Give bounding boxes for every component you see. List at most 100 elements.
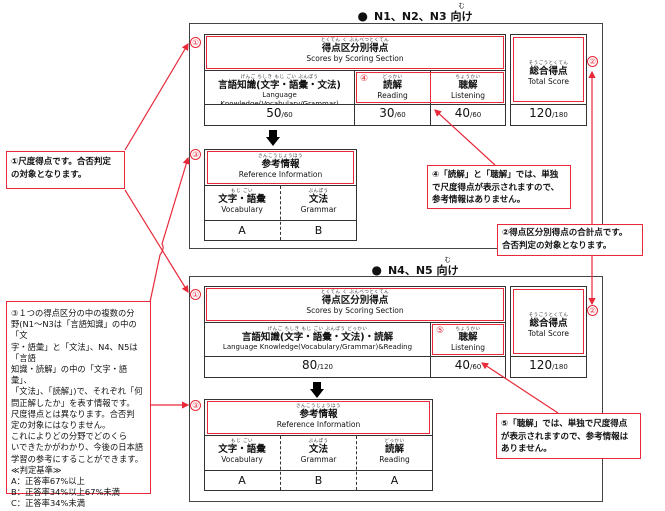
highlight-total bbox=[513, 37, 584, 102]
note-line: ①尺度得点です。合否判定 bbox=[11, 157, 111, 167]
column-reading: どっかい 読解 Reading bbox=[354, 70, 431, 105]
reference-columns bbox=[204, 435, 433, 471]
note-line: 学習の参考にすることができます。 bbox=[11, 453, 144, 464]
column-label-jp: 文法 bbox=[308, 194, 328, 205]
highlight-reference bbox=[207, 151, 354, 184]
connector-note3-top bbox=[149, 156, 190, 303]
score-value: 80 bbox=[301, 358, 318, 372]
note-line: ありません。 bbox=[501, 444, 552, 454]
score-max: /60 bbox=[394, 111, 406, 119]
total-table-n4-n5: そうごうとくてん 総合得点 Total Score 120/180 bbox=[510, 286, 587, 378]
marker-2-top: ② bbox=[587, 56, 598, 67]
connector-note1-bottom bbox=[124, 189, 189, 294]
scores-table-n4-n5: とくてん く ぶんべつとくてん 得点区分別得点 Scores by Scorin… bbox=[204, 286, 506, 378]
note-line: 問正解したか」を表す情報です。 bbox=[11, 397, 135, 408]
reference-col-vocabulary: もじ ごい 文字・語彙 Vocabulary bbox=[204, 189, 280, 214]
furigana: もじ ごい bbox=[231, 189, 253, 194]
reference-label-jp: 参考情報 bbox=[261, 159, 300, 170]
note-line: 野(N1～N3は「言語知識」の中の「文 bbox=[11, 319, 137, 341]
note-2: ②得点区分別得点の合計点です。 合否判定の対象となります。 bbox=[497, 224, 643, 256]
scores-header-cell: とくてん く ぶんべつとくてん 得点区分別得点 Scores by Scorin… bbox=[204, 34, 506, 71]
score-value: 50 bbox=[266, 106, 282, 120]
note-line: ⑤「聴解」では、単独で尺度得点 bbox=[501, 419, 628, 429]
note-line: これによりどの分野でどのくら bbox=[11, 431, 127, 442]
reference-table-n4-n5: さんこうじょうほう 参考情報 Reference Information もじ … bbox=[204, 399, 433, 491]
marker-5: ⑤ bbox=[436, 326, 445, 336]
note-line: ③１つの得点区分の中の複数の分 bbox=[11, 308, 135, 318]
marker-3-top: ③ bbox=[190, 149, 201, 160]
note-line: C：正答率34%未満 bbox=[11, 498, 86, 509]
reference-grades-row bbox=[204, 470, 433, 491]
score-max: /60 bbox=[470, 363, 482, 371]
reference-col-vocabulary: もじ ごい 文字・語彙 Vocabulary bbox=[204, 439, 280, 464]
furigana: さんこうじょうほう bbox=[258, 154, 303, 159]
furigana: げんご ちしき もじ ごい ぶんぽう bbox=[240, 75, 319, 80]
highlight-total bbox=[513, 289, 584, 354]
column-label-en: Vocabulary bbox=[221, 455, 263, 464]
column-label-jp: 聴解 bbox=[458, 332, 478, 343]
score-max: /120 bbox=[317, 363, 333, 371]
marker-3-bottom: ③ bbox=[190, 400, 201, 411]
scores-header-jp: 得点区分別得点 bbox=[321, 295, 389, 306]
grade-vocabulary: A bbox=[238, 224, 246, 237]
total-label-jp: 総合得点 bbox=[529, 318, 568, 329]
suffix-text: 向け bbox=[436, 264, 459, 277]
score-value: 40 bbox=[454, 358, 470, 372]
reference-col-grammar: ぶんぽう 文法 Grammar bbox=[280, 439, 357, 464]
column-label-en: Listening bbox=[450, 343, 486, 352]
grade-grammar: B bbox=[314, 474, 323, 487]
column-label-jp: 文字・語彙 bbox=[218, 444, 266, 455]
scores-header-en: Scores by Scoring Section bbox=[306, 306, 404, 315]
furigana: そうごうとくてん bbox=[528, 61, 569, 66]
highlight-scores-header bbox=[206, 288, 504, 321]
scores-table-n1-n3: とくてん く ぶんべつとくてん 得点区分別得点 Scores by Scorin… bbox=[204, 34, 506, 126]
reference-label-en: Reference Information bbox=[276, 420, 361, 429]
grade-reading: A bbox=[390, 474, 399, 487]
ruby-text: む bbox=[444, 257, 451, 264]
score-cell-language-knowledge: 50/60 bbox=[204, 104, 355, 126]
note-line: B：正答率34%以上67%未満 bbox=[11, 487, 120, 498]
score-value: 120 bbox=[529, 106, 553, 120]
arrow-down-icon bbox=[266, 130, 280, 148]
score-max: /180 bbox=[552, 111, 568, 119]
reference-header-cell: さんこうじょうほう 参考情報 Reference Information bbox=[204, 149, 357, 186]
section-title-levels: N1、N2、N3 bbox=[374, 10, 447, 23]
reference-col-grammar: ぶんぽう 文法 Grammar bbox=[280, 189, 357, 214]
note-line: で尺度得点が表示されますので、 bbox=[432, 182, 560, 193]
reference-table-n1-n3: さんこうじょうほう 参考情報 Reference Information もじ … bbox=[204, 149, 357, 241]
note-line: A：正答率67%以上 bbox=[11, 476, 85, 487]
furigana: ちょうかい bbox=[455, 75, 481, 80]
column-label-jp: 文字・語彙 bbox=[218, 194, 266, 205]
score-value: 40 bbox=[454, 106, 470, 120]
marker-4: ④ bbox=[360, 74, 369, 84]
note-line: 定の対象にはなりません。 bbox=[11, 420, 111, 431]
score-max: /60 bbox=[470, 111, 482, 119]
scores-header-en: Scores by Scoring Section bbox=[306, 54, 404, 63]
furigana: とくてん く ぶんべつとくてん bbox=[320, 290, 390, 295]
column-label-jp: 文法 bbox=[308, 444, 328, 455]
note-line: 尺度得点とは異なります。合否判 bbox=[11, 408, 135, 419]
column-label-jp: 聴解 bbox=[458, 80, 478, 91]
furigana: ぶんぽう bbox=[308, 189, 329, 194]
score-cell-listening: 40/60 bbox=[430, 356, 506, 378]
column-label-en: Reading bbox=[379, 455, 410, 464]
note-line: が表示されますので、参考情報は bbox=[501, 431, 629, 442]
ruby-text: む bbox=[458, 3, 465, 10]
score-value: 120 bbox=[529, 358, 553, 372]
section-title-suffix: む向け bbox=[436, 257, 459, 278]
column-label-en: Vocabulary bbox=[221, 205, 263, 214]
furigana: ぶんぽう bbox=[308, 439, 329, 444]
highlight-reference bbox=[207, 401, 430, 434]
column-label-jp: 読解 bbox=[382, 80, 402, 91]
grade-vocabulary: A bbox=[238, 474, 246, 487]
furigana: そうごうとくてん bbox=[528, 313, 569, 318]
highlight-divider bbox=[430, 72, 431, 103]
marker-1-bottom: ① bbox=[190, 289, 201, 300]
note-1: ①尺度得点です。合否判定 の対象となります。 bbox=[6, 151, 125, 189]
column-label-en: Grammar bbox=[300, 455, 337, 464]
column-label-en: Grammar bbox=[300, 205, 337, 214]
note-line: の対象となります。 bbox=[11, 169, 87, 180]
note-line: ④「読解」と「聴解」では、単独 bbox=[432, 170, 559, 180]
dashed-divider bbox=[356, 436, 357, 490]
suffix-text: 向け bbox=[450, 10, 473, 23]
